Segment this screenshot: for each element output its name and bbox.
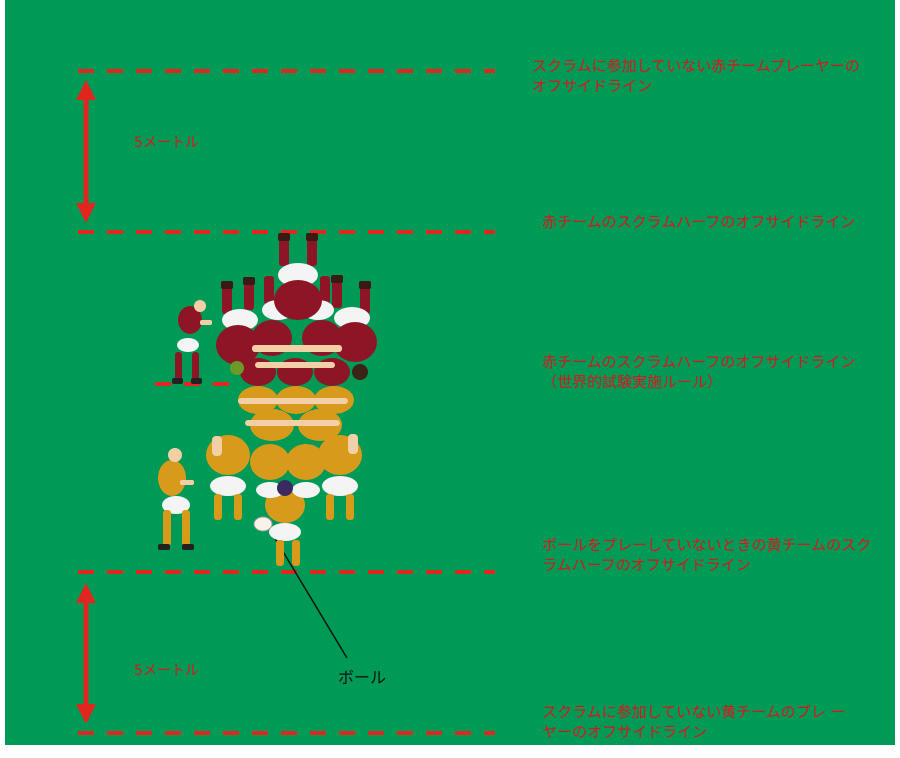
yellow-scrum-half (158, 448, 194, 550)
rugby-ball-icon (254, 517, 272, 531)
ball-label: ボール (338, 664, 386, 688)
distance-arrow-top (76, 80, 96, 223)
red-scrum-half (172, 300, 212, 384)
distance-arrow-bottom (76, 583, 96, 724)
distance-label-bottom: 5メートル (134, 660, 199, 680)
distance-label-top: 5メートル (134, 132, 199, 152)
yellow-team-scrum (158, 386, 362, 566)
label-yellow-halfback-offside: ボールをプレーしていないときの黄チームのスク ラムハーフのオフサイドライン (542, 535, 871, 575)
label-red-nonscrum-offside: スクラムに参加していない赤チームプレーヤーの オフサイドライン (532, 56, 860, 96)
red-team-scrum (172, 233, 377, 386)
label-red-halfback-offside: 赤チームのスクラムハーフのオフサイドライン (542, 212, 855, 232)
label-red-halfback-offside-intl: 赤チームのスクラムハーフのオフサイドライン （世界的試験実施ルール） (542, 352, 855, 392)
label-yellow-nonscrum-offside: スクラムに参加していない黄チームのプレ ー ヤーのオフサイドライン (542, 702, 845, 742)
